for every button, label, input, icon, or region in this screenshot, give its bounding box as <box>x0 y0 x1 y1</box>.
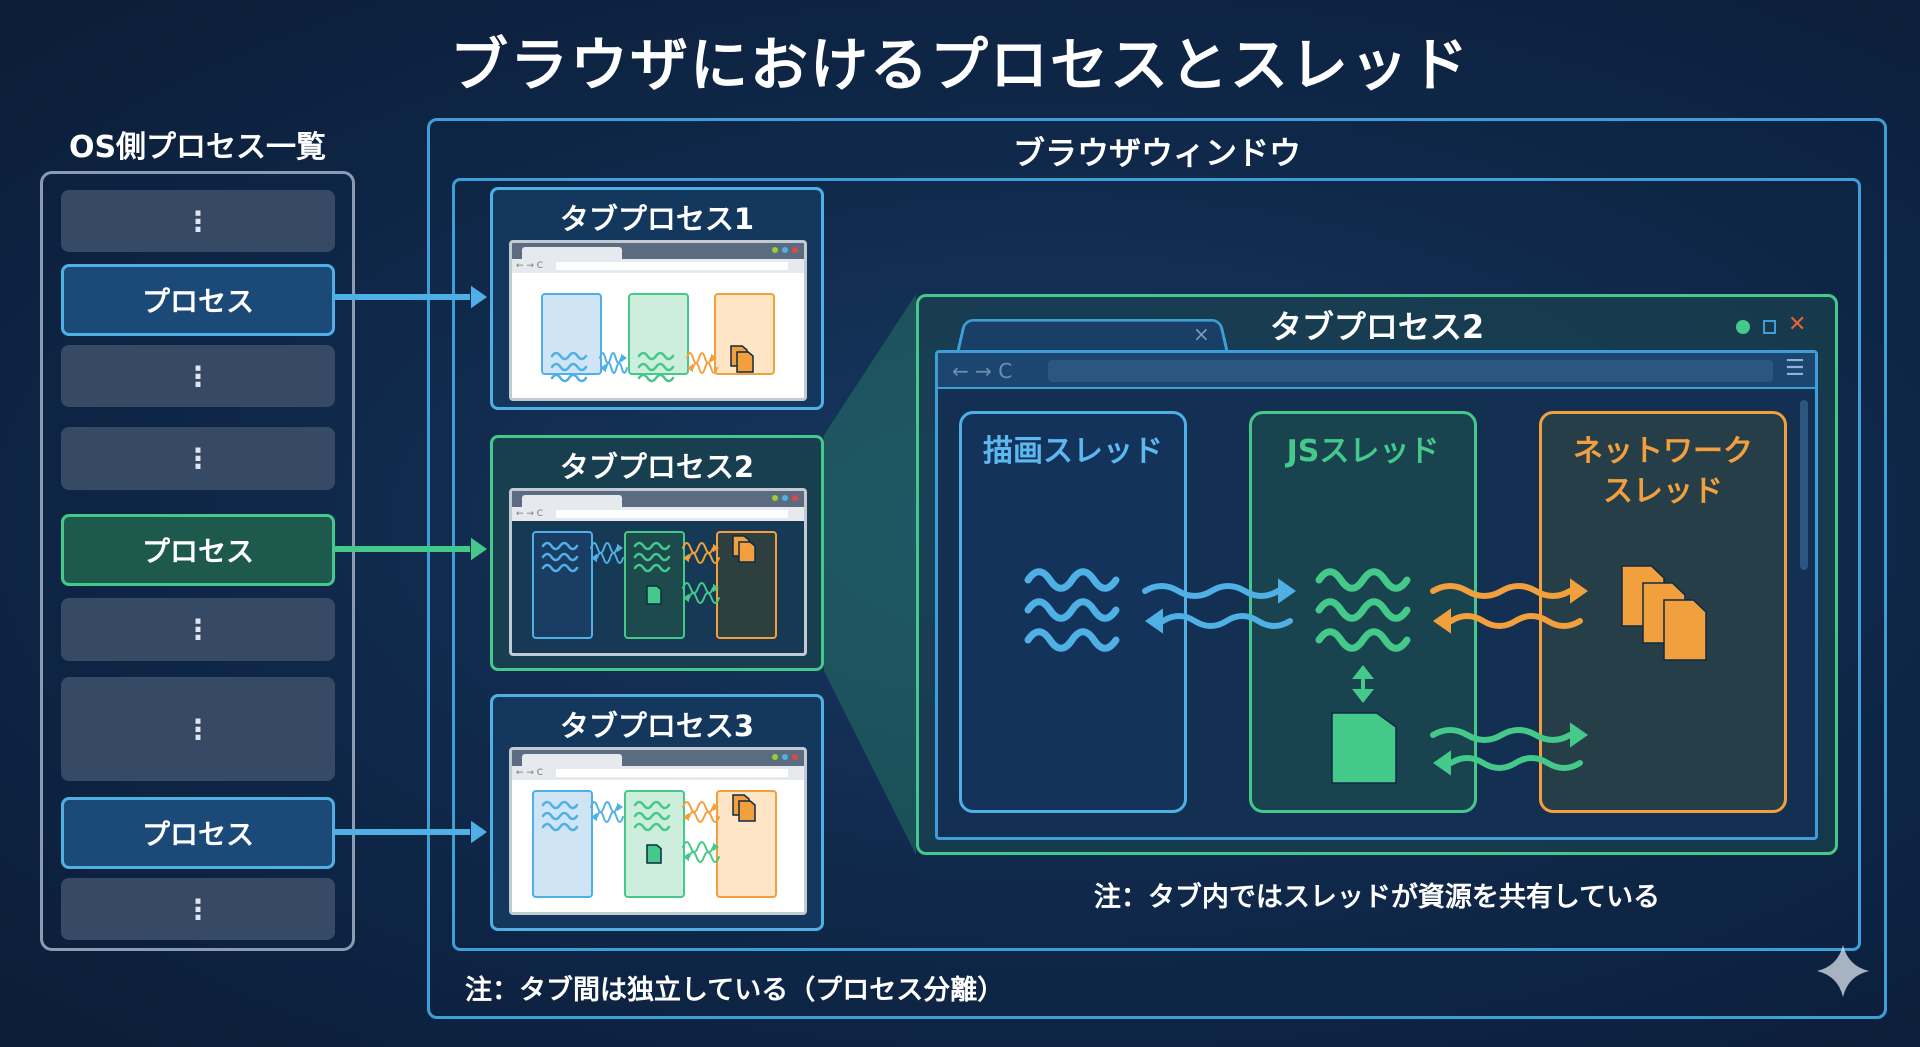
tab-process-title: タブプロセス2 <box>559 450 755 484</box>
os-process-list: ⋮ プロセス ⋮ ⋮ プロセス ⋮ ⋮ プロセス ⋮ <box>40 171 355 951</box>
mini-browser: ← → C <box>509 488 807 656</box>
tab-process-3: タブプロセス3 ← → C <box>490 694 824 931</box>
mini-browser: ← → C <box>509 747 807 915</box>
status-dot-icon <box>1736 320 1750 334</box>
tab-process-1: タブプロセス1 ← → C <box>490 187 824 410</box>
network-thread-mini <box>716 531 777 639</box>
scrollbar[interactable] <box>1800 400 1808 570</box>
page-title: ブラウザにおけるプロセスとスレッド <box>449 31 1470 99</box>
close-window-icon: ✕ <box>1788 312 1807 337</box>
browser-window-label: ブラウザウィンドウ <box>1012 134 1301 172</box>
os-process-3: プロセス <box>61 797 335 869</box>
maximize-icon <box>1763 320 1776 334</box>
render-thread: 描画スレッド <box>959 411 1187 813</box>
os-item-dots: ⋮ <box>61 427 335 490</box>
render-thread-mini <box>541 293 602 375</box>
os-process-list-label: OS側プロセス一覧 <box>68 130 327 165</box>
tab-process-title: タブプロセス1 <box>559 202 755 236</box>
network-thread: ネットワーク スレッド <box>1539 411 1787 813</box>
render-thread-mini <box>532 531 593 639</box>
tab-process-2: タブプロセス2 ← → C <box>490 435 824 671</box>
os-item-dots: ⋮ <box>61 598 335 661</box>
os-item-dots: ⋮ <box>61 677 335 781</box>
network-thread-mini <box>716 790 777 898</box>
process-note: 注：タブ間は独立している（プロセス分離） <box>465 975 1005 1006</box>
network-thread-mini <box>714 293 775 375</box>
os-item-dots: ⋮ <box>61 190 335 252</box>
js-thread-mini <box>628 293 689 375</box>
os-process-2: プロセス <box>61 514 335 586</box>
os-process-1: プロセス <box>61 264 335 336</box>
address-bar <box>1048 360 1773 382</box>
js-thread-mini <box>624 531 685 639</box>
detail-title: タブプロセス2 <box>1269 308 1485 346</box>
close-tab-icon: × <box>1193 322 1210 346</box>
os-item-dots: ⋮ <box>61 345 335 407</box>
menu-icon: ☰ <box>1785 356 1805 381</box>
js-thread: JSスレッド <box>1249 411 1477 813</box>
render-thread-mini <box>532 790 593 898</box>
tab-process-title: タブプロセス3 <box>559 709 755 743</box>
mini-browser: ← → C <box>509 240 807 401</box>
js-thread-mini <box>624 790 685 898</box>
browser-window <box>427 118 1887 1019</box>
os-item-dots: ⋮ <box>61 878 335 940</box>
thread-note: 注：タブ内ではスレッドが資源を共有している <box>1093 882 1661 913</box>
tabs-area <box>452 178 1861 951</box>
